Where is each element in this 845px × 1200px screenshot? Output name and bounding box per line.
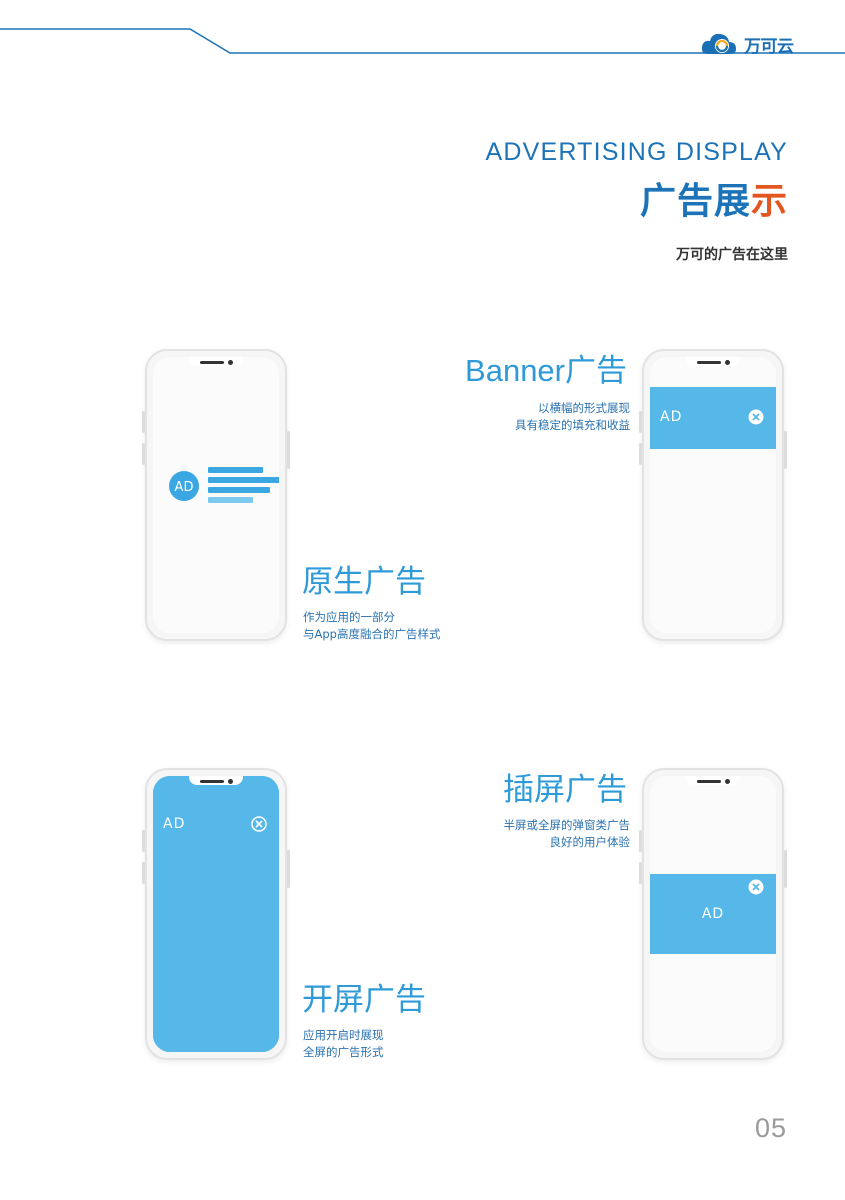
close-icon[interactable] — [251, 816, 267, 832]
phone-splash-ad: AD — [142, 768, 290, 1060]
native-ad-label: AD — [175, 480, 194, 495]
banner-ad-title: Banner广告 — [465, 353, 627, 388]
native-ad-description: 作为应用的一部分 与App高度融合的广告样式 — [303, 609, 440, 643]
banner-ad-description: 以横幅的形式展现 具有稳定的填充和收益 — [515, 400, 630, 434]
banner-ad-block[interactable]: AD — [650, 387, 776, 449]
phone-screen: AD — [153, 776, 279, 1052]
page-subtitle: 万可的广告在这里 — [676, 247, 788, 263]
interstitial-ad-desc-line2: 良好的用户体验 — [549, 835, 631, 849]
interstitial-ad-label: AD — [701, 906, 725, 922]
brand-name: 万可云 — [744, 36, 794, 57]
banner-ad-label: AD — [660, 409, 683, 425]
page-title-chinese-main: 广告展 — [639, 181, 751, 222]
splash-ad-title: 开屏广告 — [302, 982, 426, 1018]
page-number: 05 — [754, 1113, 787, 1143]
phone-screen: AD — [153, 357, 279, 633]
banner-ad-desc-line1: 以横幅的形式展现 — [538, 401, 630, 415]
splash-ad-desc-line2: 全屏的广告形式 — [303, 1045, 384, 1059]
interstitial-ad-desc-line1: 半屏或全屏的弹窗类广告 — [503, 818, 631, 832]
header-line-decoration — [0, 28, 845, 54]
phone-banner-ad: AD — [639, 349, 787, 641]
interstitial-ad-block[interactable]: AD — [650, 874, 776, 954]
splash-ad-description: 应用开启时展现 全屏的广告形式 — [303, 1027, 384, 1061]
phone-screen: AD — [650, 776, 776, 1052]
close-icon[interactable] — [748, 879, 764, 895]
splash-ad-label: AD — [163, 816, 186, 832]
page-title-chinese: 广告展示 — [640, 172, 788, 224]
page-title-chinese-accent: 示 — [750, 181, 788, 222]
native-ad-graphic: AD — [169, 467, 279, 503]
splash-ad-block[interactable]: AD — [153, 776, 279, 1052]
close-icon[interactable] — [748, 409, 764, 425]
native-ad-desc-line2: 与App高度融合的广告样式 — [303, 627, 441, 641]
phone-interstitial-ad: AD — [639, 768, 787, 1060]
phone-screen: AD — [650, 357, 776, 633]
brand-logo: 万可云 — [700, 28, 810, 60]
interstitial-ad-description: 半屏或全屏的弹窗类广告 良好的用户体验 — [504, 817, 631, 851]
splash-ad-desc-line1: 应用开启时展现 — [303, 1028, 384, 1042]
phone-native-ad: AD — [142, 349, 290, 641]
interstitial-ad-title: 插屏广告 — [503, 772, 627, 808]
cloud-logo-icon — [701, 33, 736, 54]
native-ad-title: 原生广告 — [302, 564, 426, 600]
page-title-english: ADVERTISING DISPLAY — [485, 138, 788, 166]
native-ad-desc-line1: 作为应用的一部分 — [303, 610, 395, 624]
banner-ad-desc-line2: 具有稳定的填充和收益 — [515, 418, 630, 432]
